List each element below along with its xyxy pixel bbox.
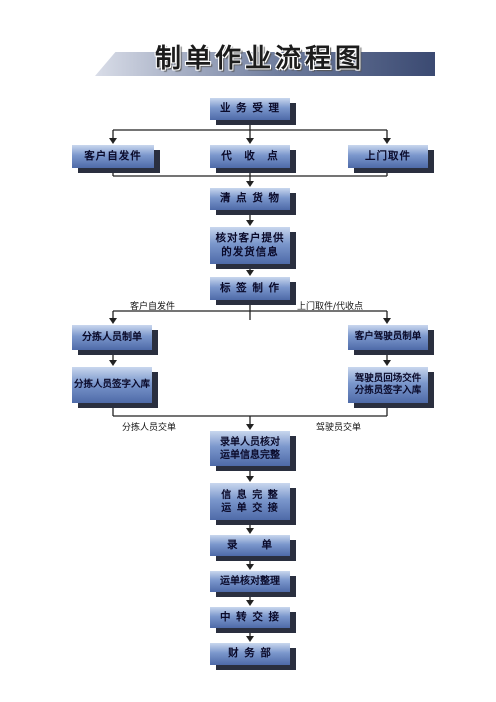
box-customer-self-ship: 客户自发件: [72, 145, 154, 168]
box-sort-staff-make: 分拣人员制单: [72, 325, 152, 350]
label-right-branch: 上门取件/代收点: [297, 302, 364, 312]
box-sort-sign-store: 分拣人员签字入库: [72, 367, 152, 403]
box-door-pickup: 上门取件: [348, 145, 428, 168]
box-driver-handover: 驾驶员回场交件 分拣员签字入库: [348, 367, 428, 403]
page-title: 制单作业流程图: [154, 44, 365, 74]
box-finance: 财 务 部: [210, 643, 290, 665]
box-entry-verify: 录单人员核对 运单信息完整: [210, 431, 290, 466]
box-count-goods: 清 点 货 物: [210, 188, 290, 210]
label-left-merge: 分拣人员交单: [122, 423, 177, 433]
box-transfer: 中 转 交 接: [210, 607, 290, 628]
box-label-make: 标 签 制 作: [210, 277, 290, 300]
label-right-merge: 驾驶员交单: [316, 423, 362, 433]
box-driver-make: 客户驾驶员制单: [348, 325, 428, 350]
box-verify-info: 核对客户提供 的发货信息: [210, 227, 290, 264]
box-business-accept: 业 务 受 理: [210, 98, 290, 120]
label-left-branch: 客户自发件: [130, 302, 176, 312]
box-info-complete: 信 息 完 整 运 单 交 接: [210, 483, 290, 520]
box-waybill-check: 运单核对整理: [210, 571, 290, 592]
title-banner: [95, 52, 435, 76]
box-collection-point: 代 收 点: [210, 145, 290, 168]
box-record: 录 单: [210, 535, 290, 556]
